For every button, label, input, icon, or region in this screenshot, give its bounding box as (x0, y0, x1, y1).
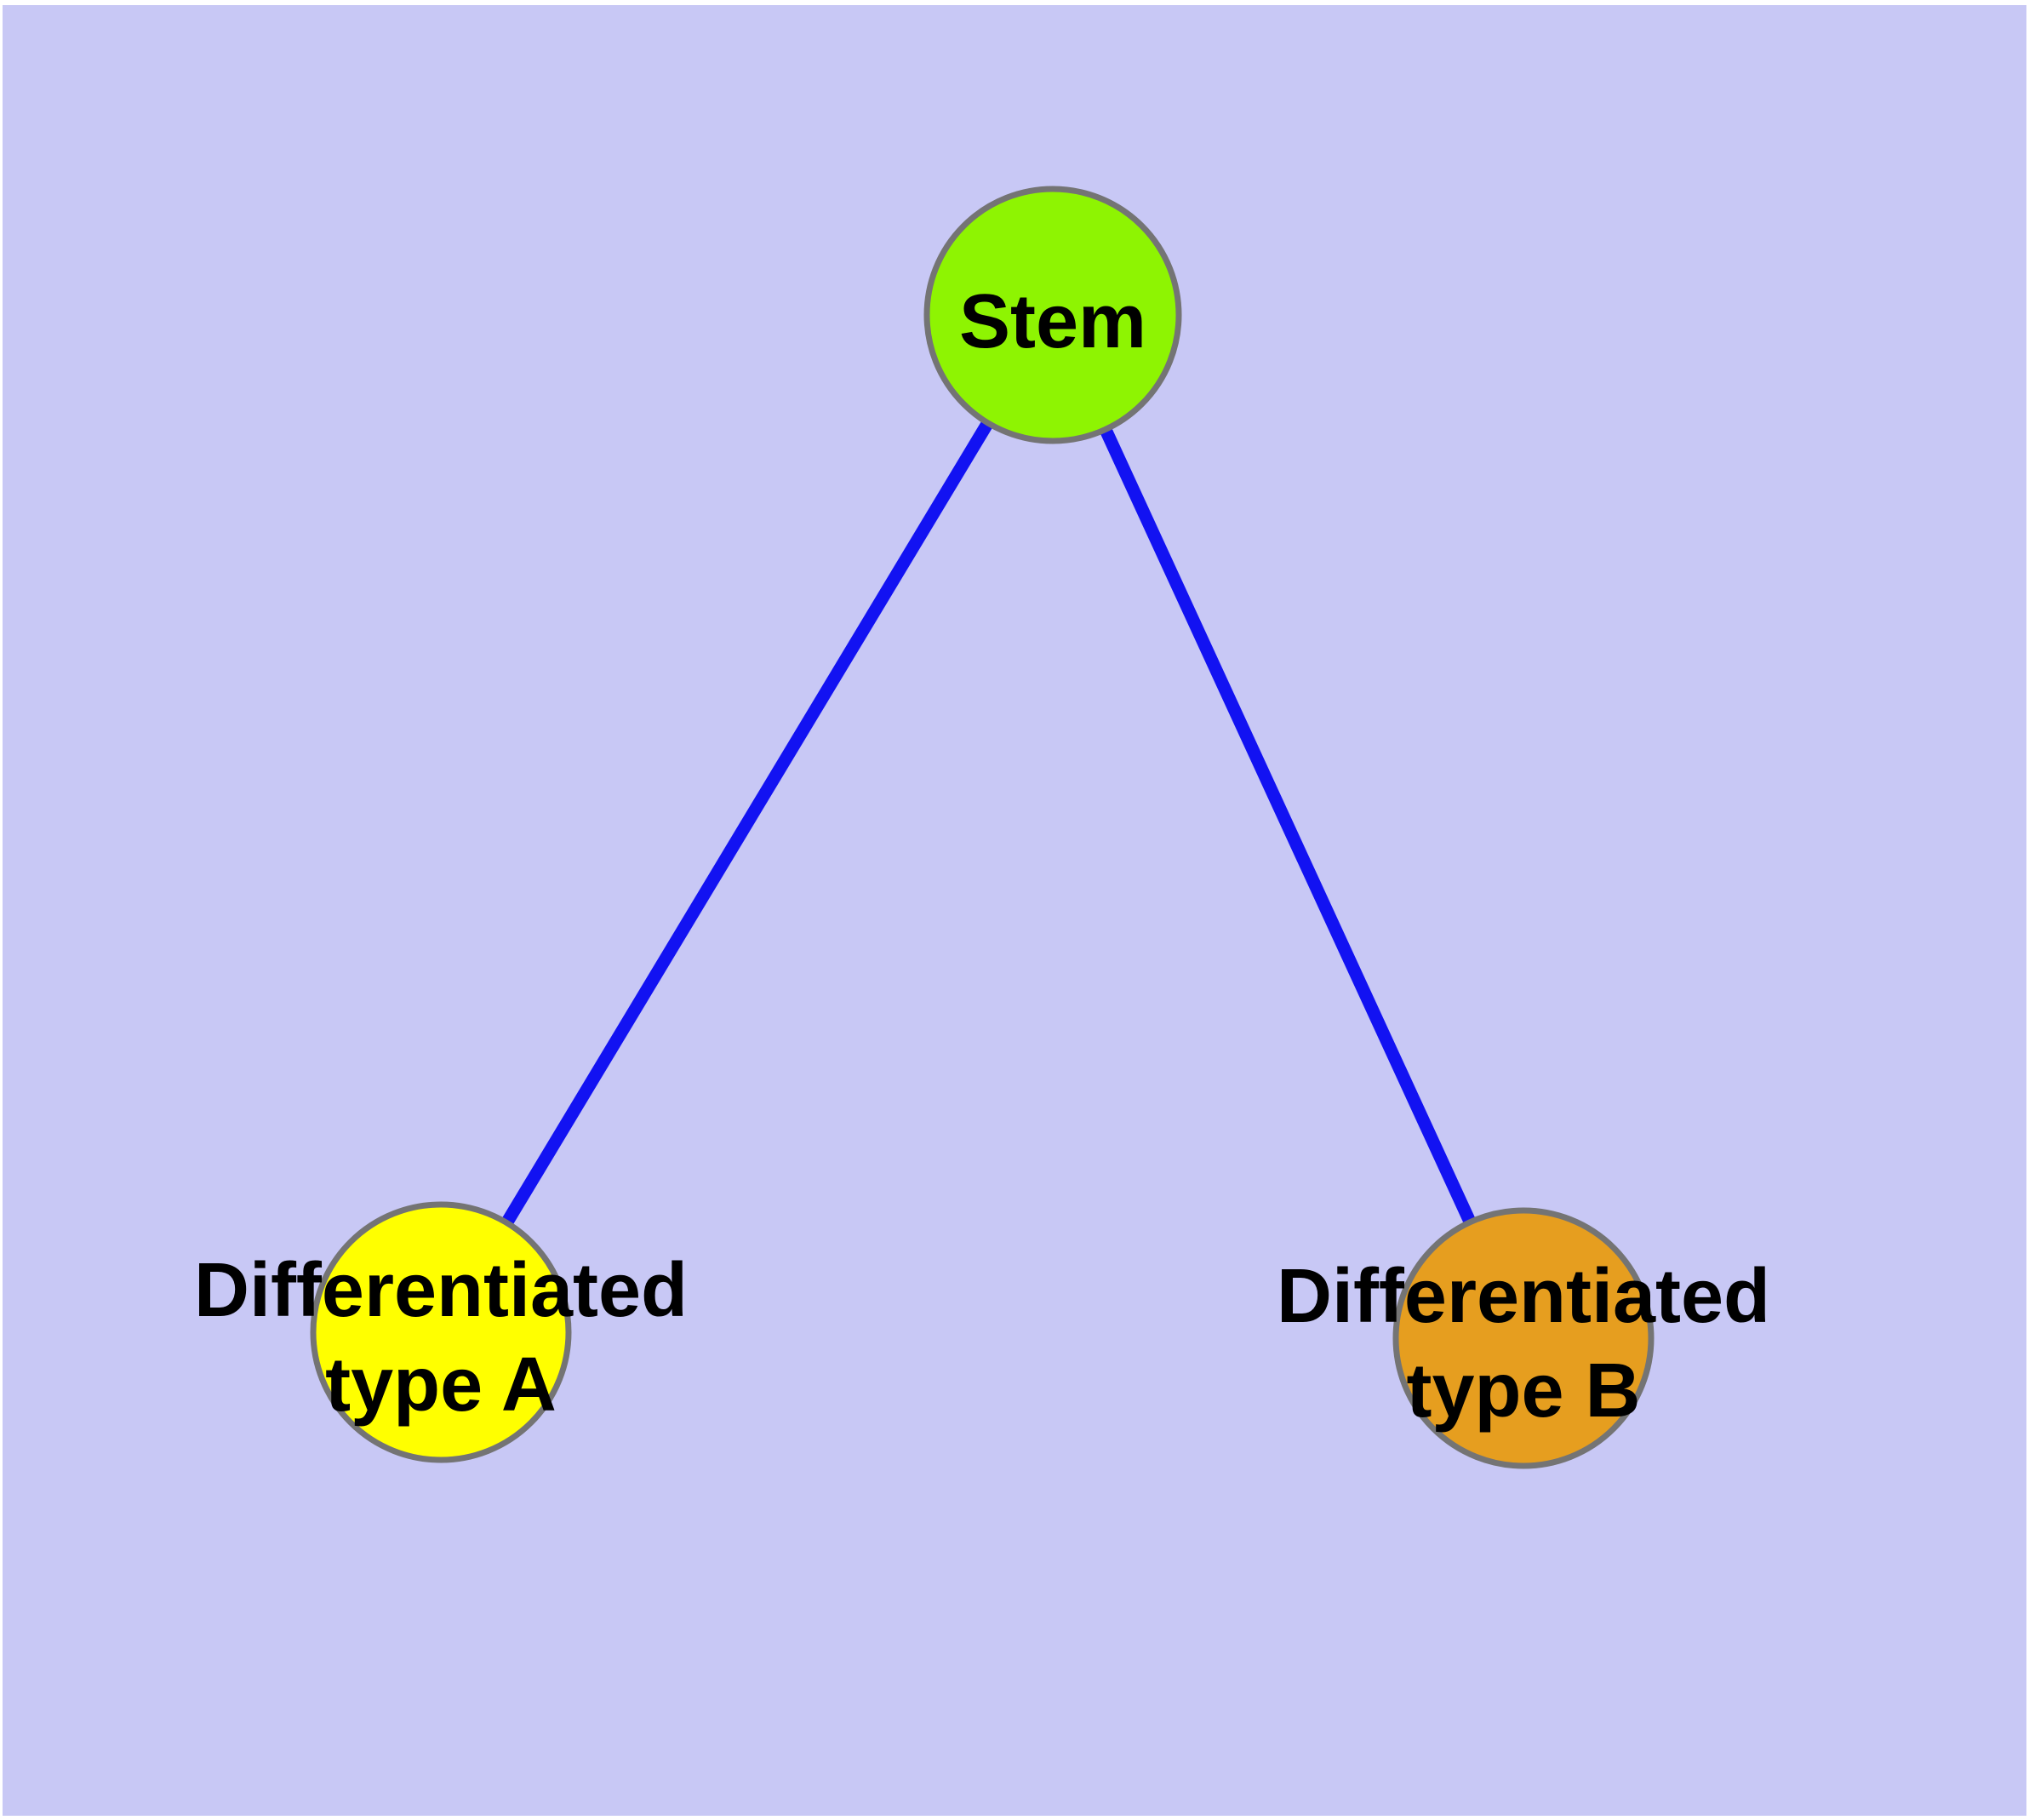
node-differentiated-type-b (1392, 1207, 1655, 1469)
type-b-label-line-1: Differentiated (1277, 1254, 1770, 1339)
type-a-label-line-2: type A (325, 1342, 557, 1428)
edge-stem-to-type-b (1047, 312, 1529, 1342)
edge-stem-to-type-a (435, 312, 1059, 1336)
node-stem (923, 186, 1182, 444)
stem-label: Stem (959, 279, 1146, 364)
edge-layer (435, 312, 1529, 1342)
type-a-label-line-1: Differentiated (194, 1248, 688, 1333)
node-layer (310, 186, 1655, 1469)
type-b-label-line-2: type B (1406, 1348, 1640, 1434)
node-differentiated-type-a (310, 1201, 572, 1463)
label-layer: Stem Differentiated type A Differentiate… (194, 279, 1770, 1434)
